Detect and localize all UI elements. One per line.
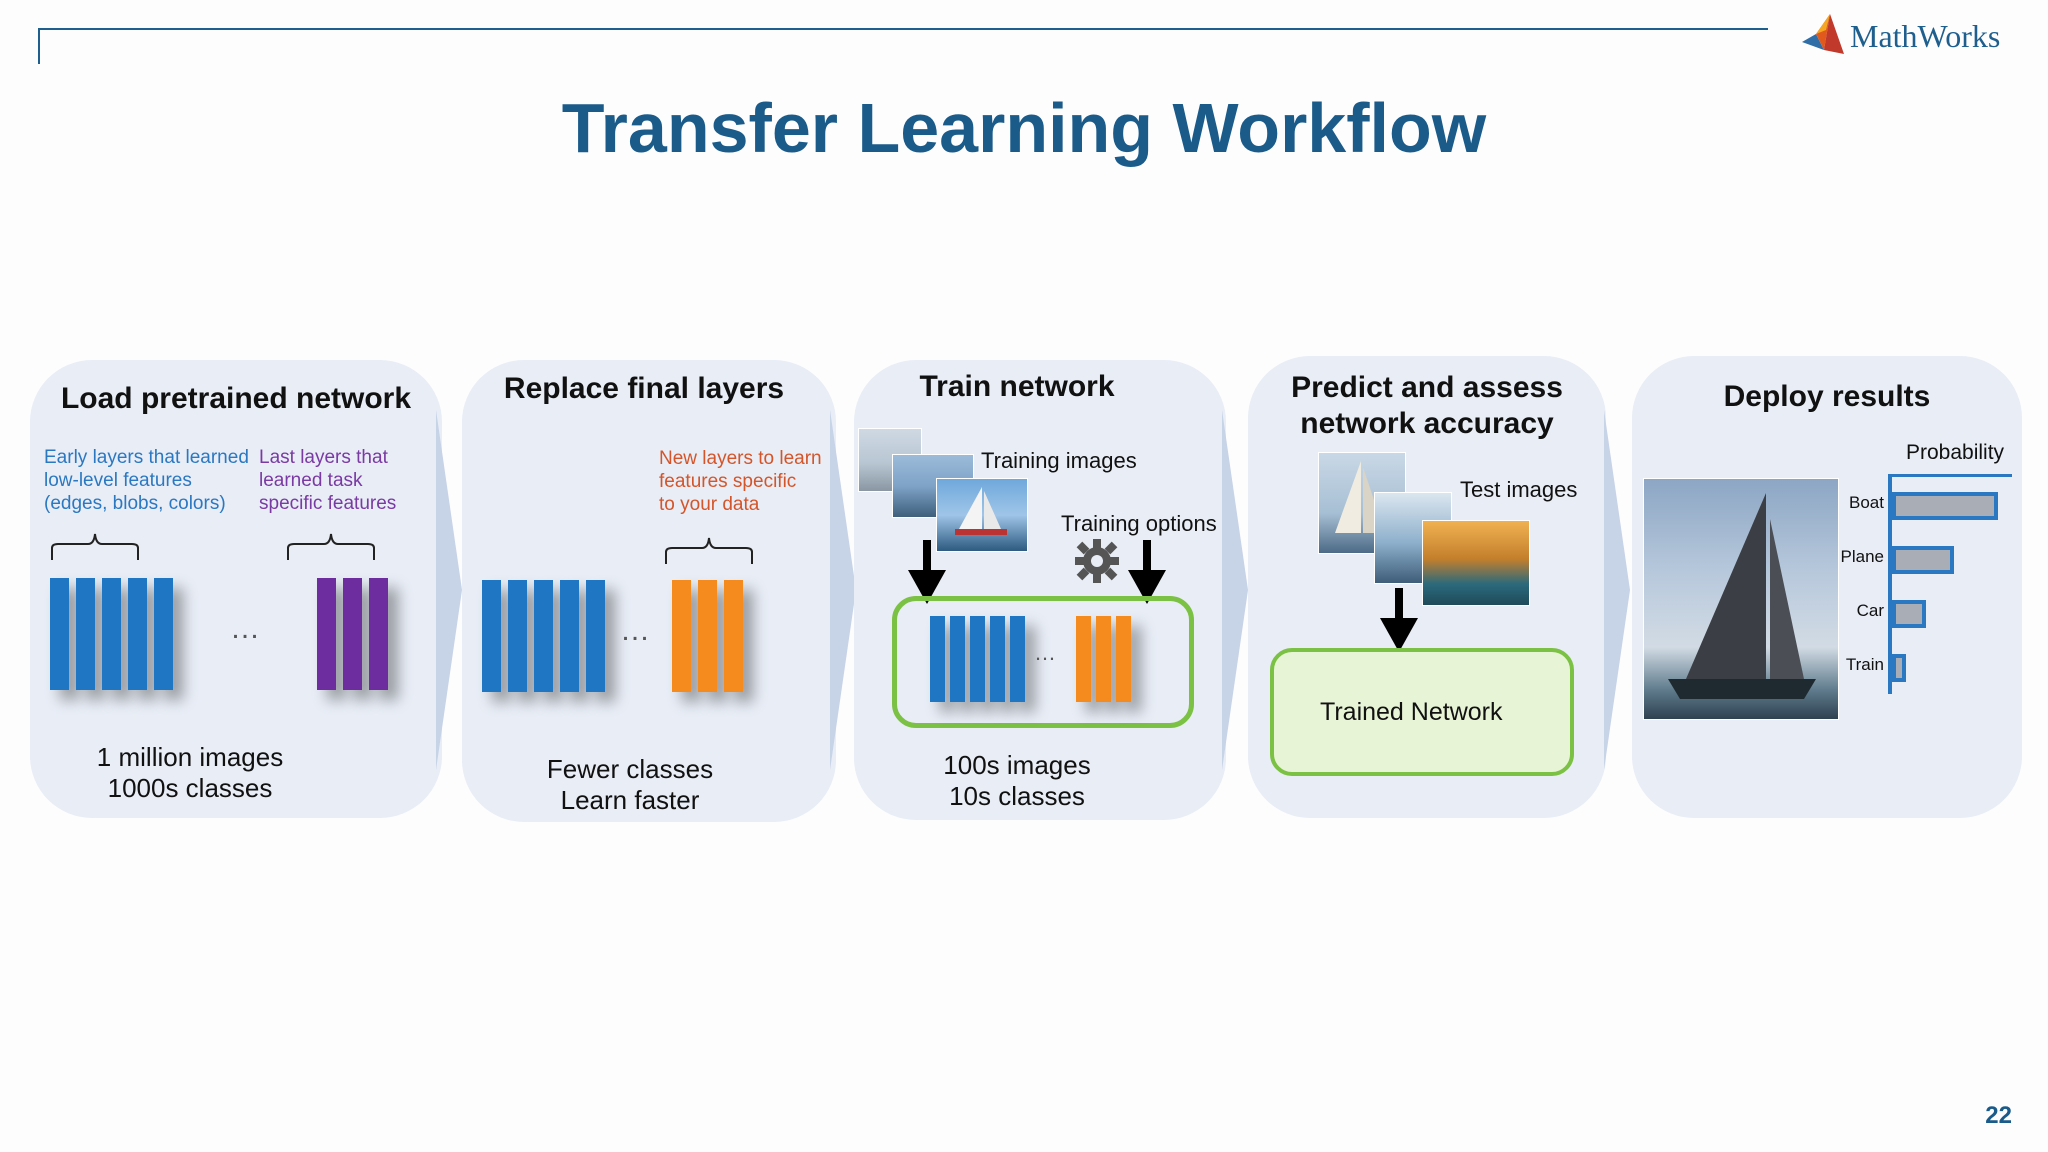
step-title: Train network: [919, 370, 1115, 403]
layer-bar: [508, 580, 527, 692]
layer-bar: [586, 580, 605, 692]
layer-bar: [1096, 616, 1111, 702]
step-title: Deploy results: [1723, 380, 1931, 413]
test-image-thumb: [1422, 520, 1530, 606]
layer-bar: [76, 578, 95, 690]
step-title: Replace final layers: [503, 372, 785, 405]
layer-bar: [672, 580, 691, 692]
down-arrow-icon: [908, 540, 946, 604]
layer-bar: [128, 578, 147, 690]
down-arrow-icon: [1380, 588, 1418, 652]
logo-text: MathWorks: [1850, 18, 2001, 54]
step-chevron-4: [1604, 410, 1630, 770]
step-title: Load pretrained network: [60, 382, 412, 415]
probability-bar: [1892, 546, 1954, 574]
brace-early: [51, 533, 139, 560]
layer-bar: [950, 616, 965, 702]
header-rule: [38, 28, 1768, 30]
note-new-layers: New layers to learn features specific to…: [659, 448, 822, 515]
layer-bar: [50, 578, 69, 690]
probability-bar: [1892, 600, 1926, 628]
probability-bar: [1892, 654, 1906, 682]
brace-new: [665, 537, 753, 564]
page-title: Transfer Learning Workflow: [561, 89, 1487, 167]
gear-icon: [1075, 539, 1119, 583]
probability-class-label: Car: [1856, 601, 1884, 620]
layer-bar: [970, 616, 985, 702]
training-image-thumb: [936, 478, 1028, 552]
probability-label: Probability: [1906, 441, 2005, 464]
step-footer: 100s images 10s classes: [943, 750, 1091, 811]
trained-network-label: Trained Network: [1320, 698, 1503, 726]
probability-class-label: Train: [1845, 655, 1884, 674]
trained-network-box: [1270, 648, 1574, 776]
layer-bar: [482, 580, 501, 692]
layer-bar: [102, 578, 121, 690]
note-early-layers: Early layers that learned low-level feat…: [44, 447, 249, 514]
sailboat-icon: [955, 487, 1007, 535]
step-chevron-3: [1222, 410, 1248, 770]
ellipsis: …: [230, 612, 262, 645]
probability-class-label: Plane: [1840, 547, 1884, 566]
layer-bar: [154, 578, 173, 690]
layer-bar: [534, 580, 553, 692]
layer-bar: [990, 616, 1005, 702]
ellipsis: …: [1034, 640, 1058, 665]
layer-bar: [560, 580, 579, 692]
step-title: Predict and assess network accuracy: [1291, 371, 1563, 440]
sailboat-icon: [1668, 493, 1816, 699]
brace-last: [287, 533, 375, 560]
layer-bar: [317, 578, 336, 690]
step-footer: Fewer classes Learn faster: [546, 754, 714, 815]
probability-axis-top: [1888, 474, 2012, 477]
training-images-label: Training images: [981, 448, 1137, 473]
layer-bar: [698, 580, 717, 692]
header-rule-tick: [38, 28, 40, 64]
probability-class-label: Boat: [1849, 493, 1884, 512]
training-options-label: Training options: [1061, 511, 1217, 536]
membrane-logo-icon: [1802, 14, 1844, 54]
ellipsis: …: [620, 614, 652, 647]
layer-bar: [724, 580, 743, 692]
layer-bar: [369, 578, 388, 690]
page-number: 22: [1985, 1102, 2012, 1129]
probability-axis: [1888, 474, 1892, 694]
down-arrow-icon: [1128, 540, 1166, 604]
deployed-boat-image: [1643, 478, 1839, 720]
step-chevron-1: [436, 410, 462, 770]
layer-bar: [930, 616, 945, 702]
step-footer: 1 million images 1000s classes: [96, 742, 284, 803]
test-images-label: Test images: [1460, 477, 1578, 502]
note-last-layers: Last layers that learned task specific f…: [259, 447, 397, 514]
layer-bar: [343, 578, 362, 690]
network-training-box: [892, 596, 1194, 728]
layer-bar: [1010, 616, 1025, 702]
probability-bar: [1892, 492, 1998, 520]
mathworks-logo: MathWorks: [1800, 12, 2010, 56]
layer-bar: [1076, 616, 1091, 702]
step-chevron-2: [830, 410, 856, 770]
layer-bar: [1116, 616, 1131, 702]
